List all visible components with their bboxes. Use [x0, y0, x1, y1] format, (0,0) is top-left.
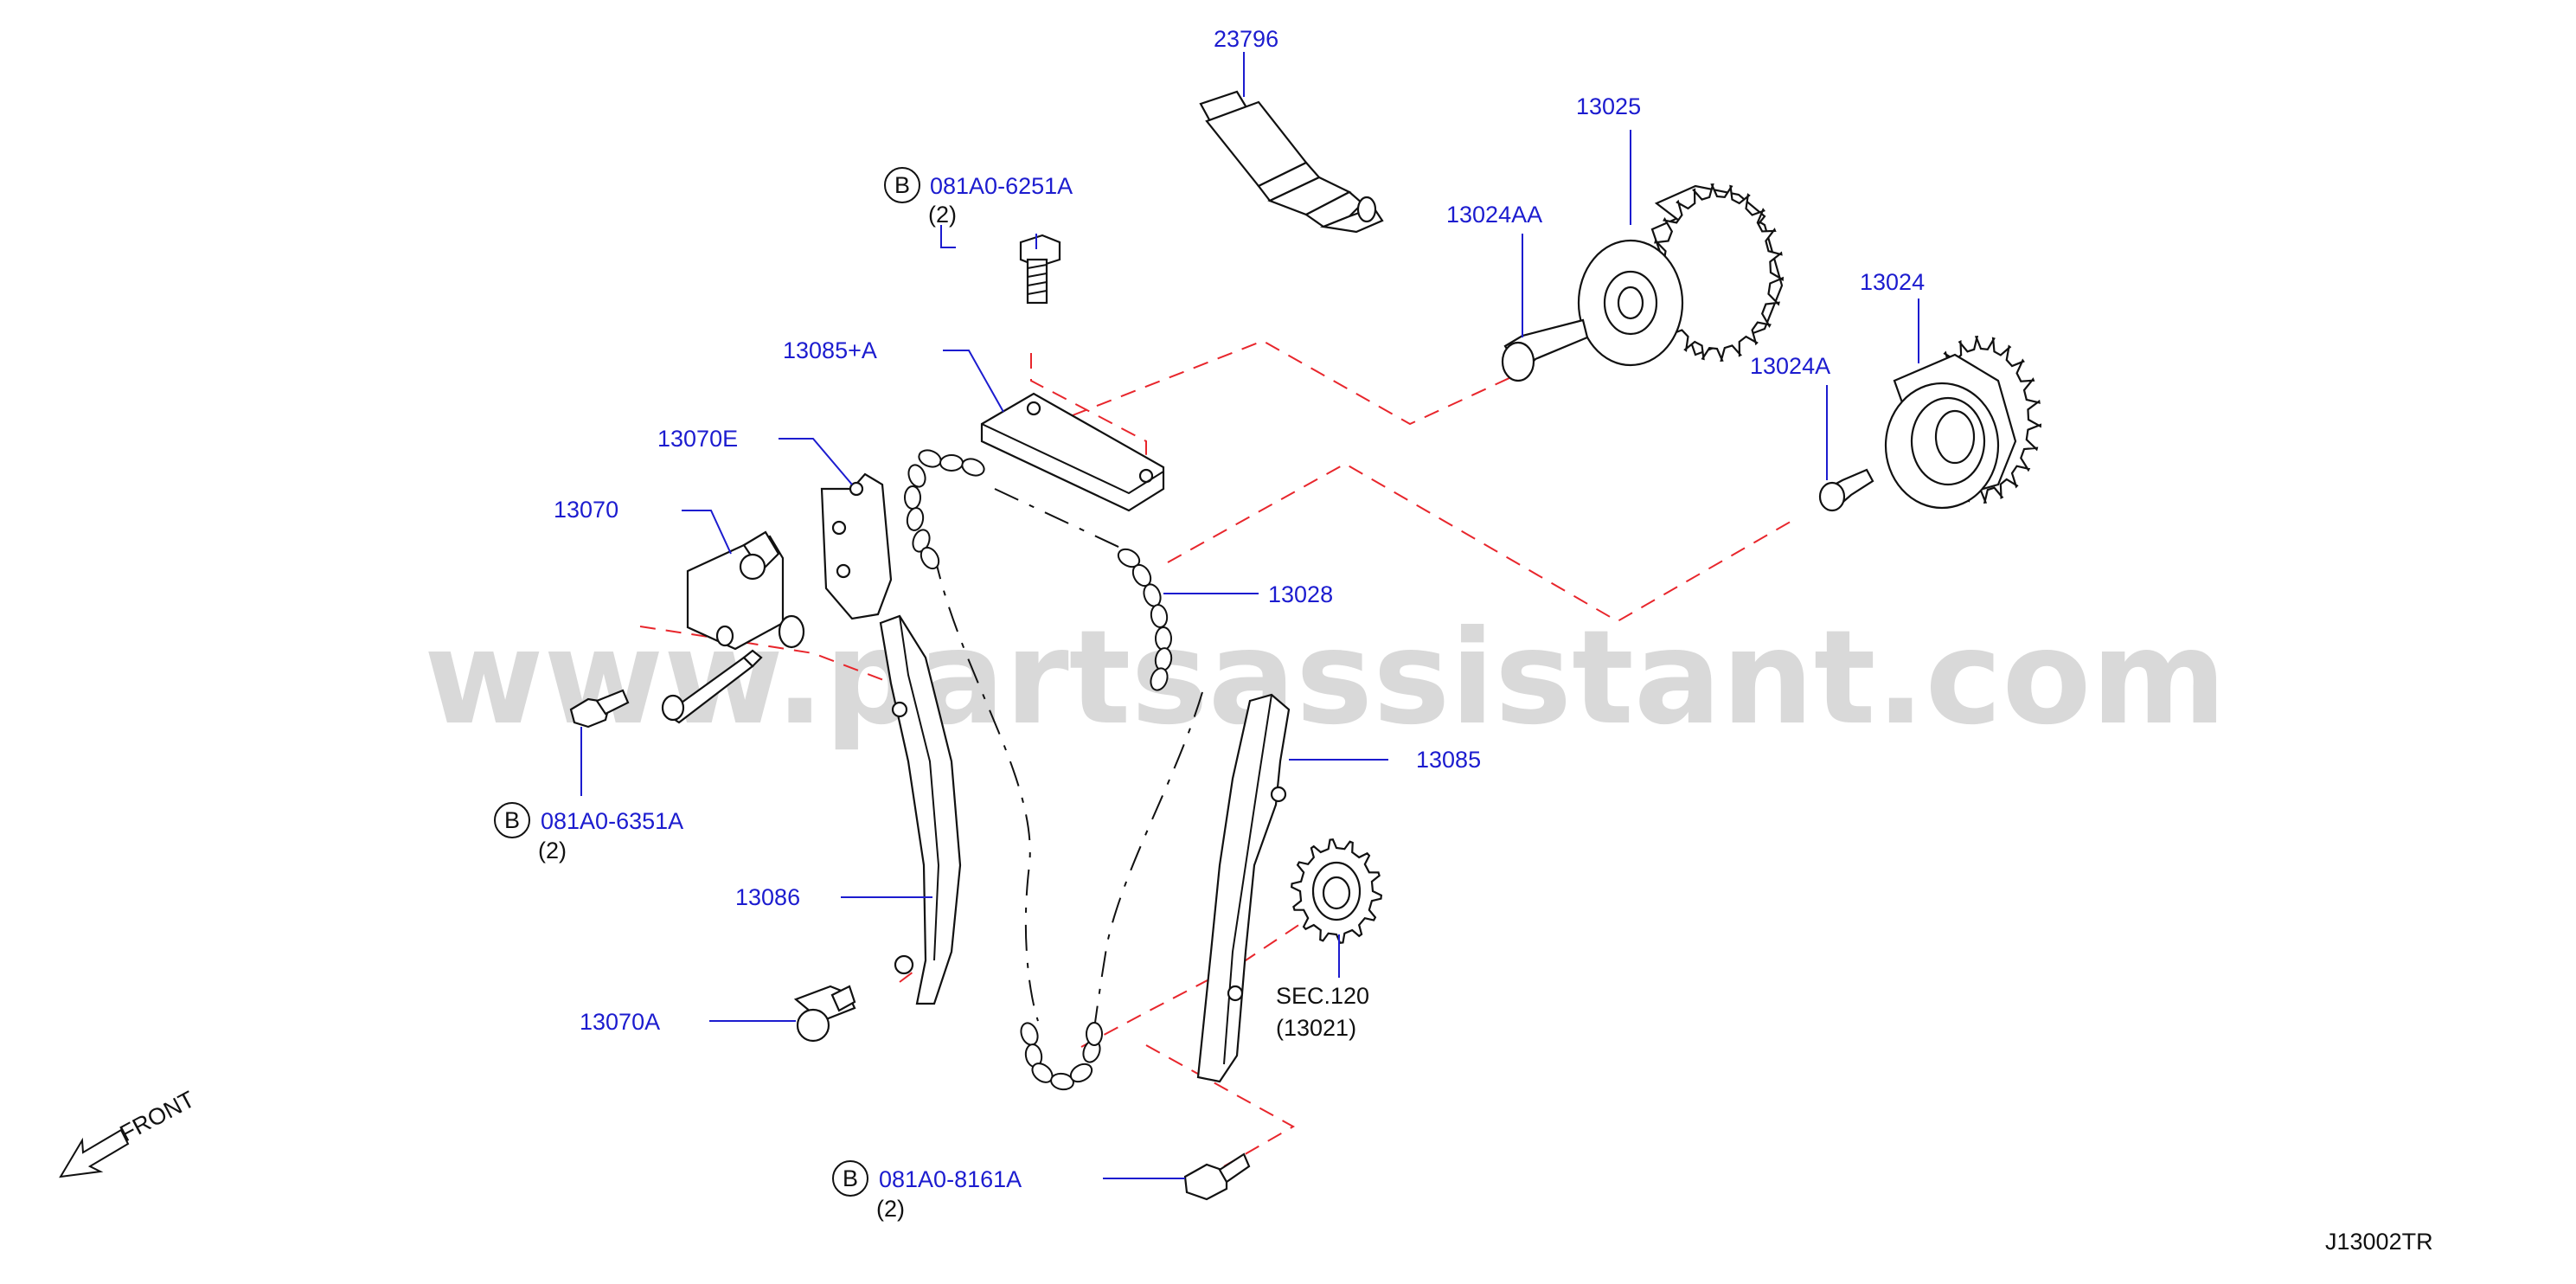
- label-13070E[interactable]: 13070E: [657, 426, 738, 452]
- bolt-qty-2: (2): [538, 838, 567, 863]
- chain-link: [904, 485, 921, 510]
- label-13070A[interactable]: 13070A: [580, 1009, 660, 1035]
- label-13085[interactable]: 13085: [1416, 747, 1481, 773]
- badge-b-icon: [832, 1160, 868, 1197]
- timing-chain-13028: [904, 449, 1203, 1091]
- chain-link: [939, 454, 964, 472]
- leader-lines: [580, 52, 1919, 1179]
- chain-tensioner-13070: [661, 530, 805, 724]
- bolt-081A0-6251A: [1019, 234, 1061, 305]
- label-13024[interactable]: 13024: [1860, 269, 1925, 295]
- label-13086[interactable]: 13086: [735, 884, 800, 910]
- chain-link: [1069, 1063, 1093, 1083]
- chain-link: [1117, 548, 1141, 568]
- bolt-code-1[interactable]: 081A0-6251A: [930, 173, 1073, 199]
- chain-link: [918, 449, 942, 468]
- bolt-callout-1: B 081A0-6251A (2): [884, 167, 1073, 228]
- label-13024AA[interactable]: 13024AA: [1446, 202, 1542, 228]
- badge-b-icon: [884, 167, 920, 203]
- chain-link: [912, 529, 931, 553]
- label-13025[interactable]: 13025: [1576, 93, 1641, 119]
- camshaft-sprocket-13025: [1577, 183, 1785, 367]
- crank-sprocket-13021: [1291, 838, 1382, 945]
- bolt-code-2[interactable]: 081A0-6351A: [541, 808, 683, 834]
- chain-link: [1050, 1072, 1074, 1091]
- label-13070[interactable]: 13070: [554, 497, 618, 523]
- badge-letter: B: [894, 172, 910, 198]
- bolt-callout-3: B 081A0-8161A (2): [832, 1160, 1022, 1222]
- vtc-solenoid-23796: [1199, 90, 1384, 234]
- slack-guide-13086: [879, 614, 962, 1005]
- label-13028[interactable]: 13028: [1268, 581, 1333, 607]
- label-23796[interactable]: 23796: [1214, 26, 1278, 52]
- camshaft-sprocket-13024: [1884, 335, 2042, 510]
- pivot-bolt-13070A: [793, 985, 856, 1043]
- part-labels: 23796 13025 13024AA 13024 13024A 13085+A…: [554, 26, 2433, 1255]
- chain-link: [1150, 667, 1169, 691]
- bolt-qty-1: (2): [928, 202, 957, 228]
- chain-link: [1086, 1022, 1103, 1046]
- badge-b-icon: [494, 802, 530, 838]
- badge-letter: B: [504, 807, 520, 833]
- gasket-13070E: [820, 472, 893, 620]
- diagram-code: J13002TR: [2325, 1229, 2433, 1255]
- chain-link: [906, 507, 925, 531]
- label-13085-a[interactable]: 13085+A: [783, 337, 877, 363]
- upper-guide-13085-a: [980, 392, 1165, 512]
- front-label: FRONT: [116, 1086, 199, 1146]
- label-sec120[interactable]: SEC.120: [1276, 983, 1369, 1009]
- chain-link: [1155, 626, 1172, 651]
- label-13021[interactable]: (13021): [1276, 1015, 1356, 1041]
- chain-link: [907, 464, 926, 488]
- front-direction-arrow: FRONT: [59, 1086, 199, 1178]
- tension-guide-13085: [1196, 693, 1291, 1083]
- bolt-081A0-8161A: [1183, 1152, 1251, 1201]
- bolt-code-3[interactable]: 081A0-8161A: [879, 1166, 1022, 1192]
- label-13024A[interactable]: 13024A: [1750, 353, 1830, 379]
- chain-link: [961, 458, 985, 477]
- bolt-13024A: [1818, 468, 1874, 512]
- badge-letter: B: [843, 1165, 858, 1191]
- bolt-callout-2: B 081A0-6351A (2): [494, 802, 683, 863]
- bolt-081A0-6351A: [569, 689, 630, 729]
- bolt-13024AA: [1501, 318, 1589, 382]
- bolt-qty-3: (2): [876, 1196, 905, 1222]
- chain-link: [920, 546, 940, 570]
- chain-link: [1020, 1022, 1039, 1046]
